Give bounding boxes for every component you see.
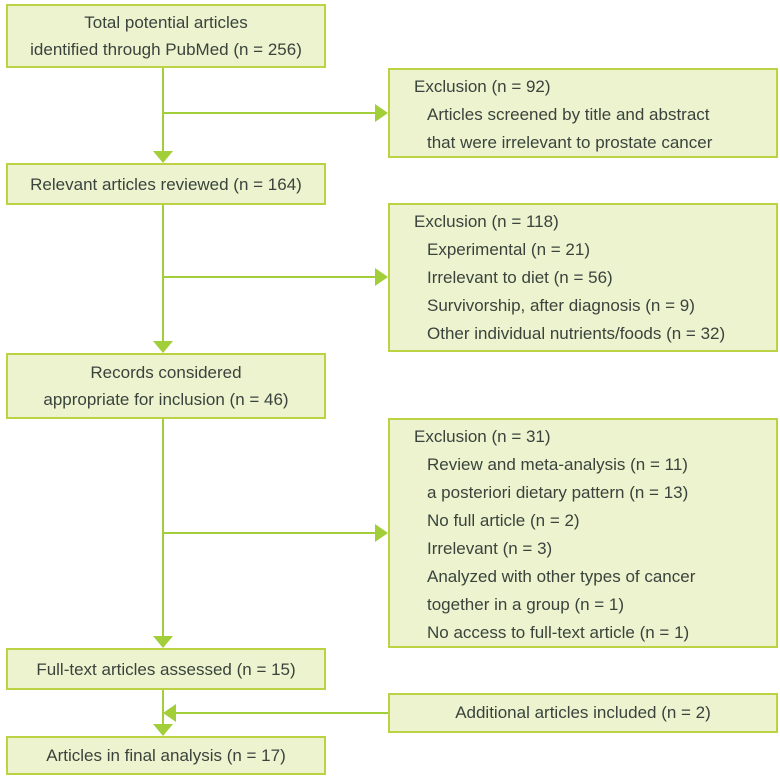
box-text-line: Records considered <box>90 363 242 382</box>
connector-vertical-3 <box>162 419 164 636</box>
exclusion-title: Exclusion (n = 118) <box>414 212 559 231</box>
exclusion-item: Irrelevant to diet (n = 56) <box>427 268 613 287</box>
exclusion-item: Survivorship, after diagnosis (n = 9) <box>427 296 695 315</box>
flow-box-fulltext-articles-assessed: Full-text articles assessed (n = 15) <box>6 648 326 690</box>
connector-branch-additional <box>176 712 388 714</box>
exclusion-item: Other individual nutrients/foods (n = 32… <box>427 324 726 343</box>
arrowhead-down-1-icon <box>153 151 173 163</box>
connector-vertical-2 <box>162 205 164 341</box>
exclusion-item: No full article (n = 2) <box>427 511 580 530</box>
exclusion-box-3: Exclusion (n = 31) Review and meta-analy… <box>388 418 778 648</box>
exclusion-item: together in a group (n = 1) <box>427 595 625 614</box>
arrowhead-down-3-icon <box>153 636 173 648</box>
flow-box-relevant-articles-reviewed: Relevant articles reviewed (n = 164) <box>6 163 326 205</box>
arrowhead-right-2-icon <box>375 268 388 286</box>
exclusion-box-1: Exclusion (n = 92) Articles screened by … <box>388 68 778 158</box>
exclusion-title: Exclusion (n = 31) <box>414 427 551 446</box>
arrowhead-right-1-icon <box>375 104 388 122</box>
exclusion-box-2: Exclusion (n = 118) Experimental (n = 21… <box>388 203 778 352</box>
exclusion-item: a posteriori dietary pattern (n = 13) <box>427 483 689 502</box>
box-text-line: Relevant articles reviewed (n = 164) <box>30 174 302 194</box>
connector-branch-exclusion-2 <box>163 276 376 278</box>
box-text-line: Articles in final analysis (n = 17) <box>46 746 286 765</box>
arrowhead-down-2-icon <box>153 341 173 353</box>
exclusion-item: Analyzed with other types of cancer <box>427 567 696 586</box>
connector-branch-exclusion-1 <box>163 112 376 114</box>
box-text-line: Full-text articles assessed (n = 15) <box>36 659 296 679</box>
flow-box-records-considered: Records considered appropriate for inclu… <box>6 353 326 419</box>
box-text-line: appropriate for inclusion (n = 46) <box>43 390 289 409</box>
exclusion-item: Review and meta-analysis (n = 11) <box>427 455 688 474</box>
exclusion-item: No access to full-text article (n = 1) <box>427 623 690 642</box>
exclusion-item: that were irrelevant to prostate cancer <box>427 133 713 152</box>
exclusion-item: Irrelevant (n = 3) <box>427 539 553 558</box>
arrowhead-down-4-icon <box>153 724 173 736</box>
connector-vertical-1 <box>162 68 164 152</box>
connector-branch-exclusion-3 <box>163 532 376 534</box>
exclusion-title: Exclusion (n = 92) <box>414 77 551 96</box>
box-text-line: Total potential articles <box>84 13 248 32</box>
box-text-line: identified through PubMed (n = 256) <box>30 40 302 59</box>
box-text-line: Additional articles included (n = 2) <box>455 703 711 722</box>
arrowhead-right-3-icon <box>375 524 388 542</box>
additional-articles-box: Additional articles included (n = 2) <box>388 693 778 733</box>
arrowhead-left-additional-icon <box>163 704 176 722</box>
flow-box-articles-final-analysis: Articles in final analysis (n = 17) <box>6 736 326 775</box>
flow-box-total-potential-articles: Total potential articles identified thro… <box>6 4 326 68</box>
exclusion-item: Experimental (n = 21) <box>427 240 590 259</box>
exclusion-item: Articles screened by title and abstract <box>427 105 710 124</box>
